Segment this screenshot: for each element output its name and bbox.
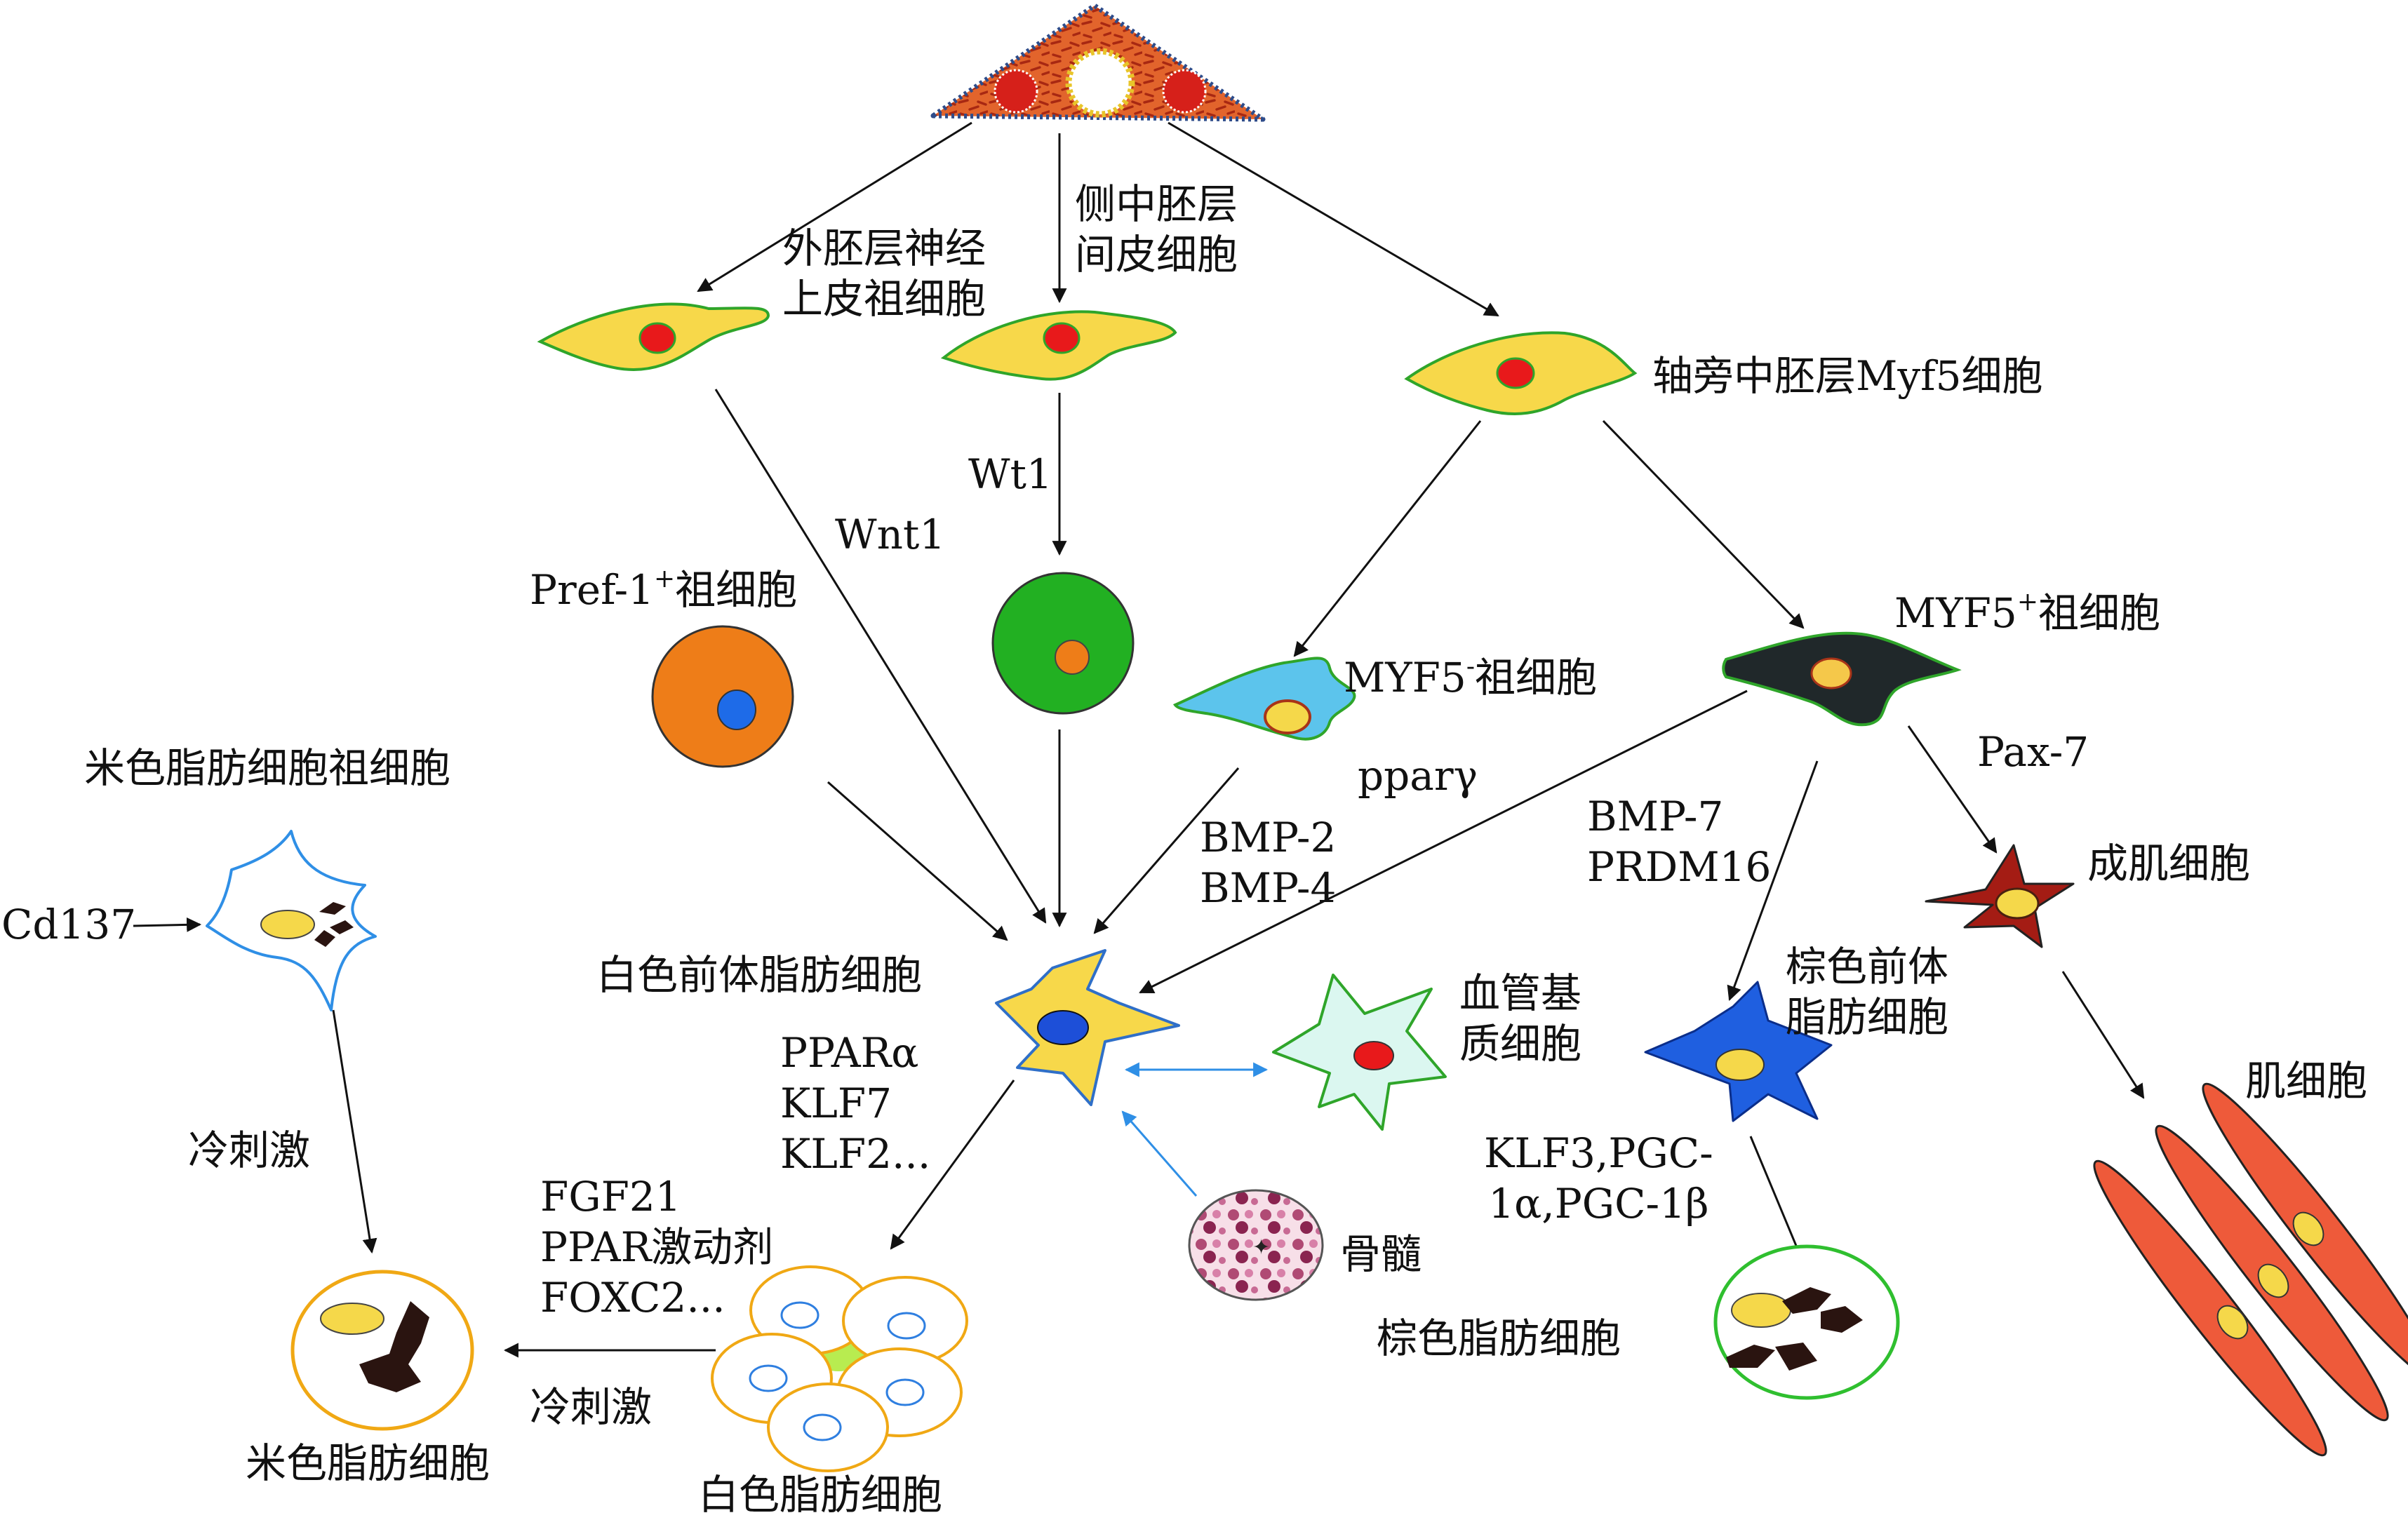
label-myoblast: 成肌细胞 xyxy=(2087,840,2251,887)
arrow-myf5-pos-to-white-pre xyxy=(1139,690,1748,994)
brown-adipocyte-cell xyxy=(1713,1244,1900,1400)
label-bmp2-bmp4: BMP-2 BMP-4 xyxy=(1200,812,1336,913)
arrow-myf5-neg-to-white-pre xyxy=(1093,767,1240,934)
pref1-progenitor-cell xyxy=(651,625,794,768)
arrow-paraxial-to-myf5-neg xyxy=(1293,420,1482,657)
label-beige-factors: FGF21 PPAR激动剂 FOXC2... xyxy=(540,1171,773,1323)
label-bone-marrow: 骨髓 xyxy=(1340,1230,1422,1278)
label-prdm16: PRDM16 xyxy=(1587,843,1772,891)
arrow-origin-to-paraxial xyxy=(1168,121,1499,317)
ectoderm-progenitor-cell xyxy=(537,302,770,371)
label-brown-factors-line1: KLF3,PGC- xyxy=(1484,1129,1713,1177)
embryo-left-sphere xyxy=(994,69,1038,114)
label-klf2: KLF2... xyxy=(780,1130,931,1178)
embryo-center-ring xyxy=(1065,48,1135,118)
label-wnt1: Wnt1 xyxy=(835,511,946,558)
label-white-factors: PPARα KLF7 KLF2... xyxy=(780,1028,930,1179)
embryo-right-sphere xyxy=(1162,69,1207,114)
wt1-cell xyxy=(991,572,1135,715)
label-lateral-line1: 侧中胚层 xyxy=(1075,180,1238,228)
arrows xyxy=(133,121,2145,1358)
label-cd137: Cd137 xyxy=(1,901,137,948)
arrow-paraxial-to-myf5-pos xyxy=(1602,419,1805,629)
label-vascular-line2: 质细胞 xyxy=(1459,1020,1582,1068)
label-ectoderm-line1: 外胚层神经 xyxy=(782,224,986,272)
myf5-positive-progenitor-cell xyxy=(1722,631,1962,727)
muscle-fiber-1 xyxy=(2093,1159,2327,1457)
arrow-origin-to-ectoderm xyxy=(697,121,972,292)
arrow-cd137-to-beige-pre xyxy=(133,917,202,932)
beige-progenitor-cell xyxy=(206,830,377,1011)
vascular-stroma-cell xyxy=(1272,974,1447,1131)
lateral-mesoderm-cell xyxy=(940,310,1177,381)
arrow-white-pre-to-white xyxy=(890,1080,1015,1250)
label-brown-adipocyte: 棕色脂肪细胞 xyxy=(1377,1314,1621,1362)
arrow-myf5-pos-to-myoblast xyxy=(1907,725,1998,854)
arrow-marrow-to-white-pre xyxy=(1121,1110,1198,1197)
arrow-ectoderm-to-white-pre xyxy=(714,389,1047,924)
myoblast-cell xyxy=(1925,844,2075,948)
label-bmp4: BMP-4 xyxy=(1200,864,1337,912)
embryo-origin-triangle xyxy=(930,3,1266,122)
label-myf5-negative: MYF5-祖细胞 xyxy=(1344,652,1597,709)
label-ectoderm-line2: 上皮祖细胞 xyxy=(782,275,986,323)
arrow-brown-pre-to-brown xyxy=(1749,1136,1805,1264)
label-lateral-mesoderm: 侧中胚层 间皮细胞 xyxy=(1075,179,1238,280)
paraxial-myf5-cell xyxy=(1404,331,1638,415)
label-brown-pre-line1: 棕色前体 xyxy=(1786,943,1949,990)
label-paraxial: 轴旁中胚层Myf5细胞 xyxy=(1652,352,2043,400)
label-ppar-agonist: PPAR激动剂 xyxy=(540,1223,774,1271)
label-ppar-alpha: PPARα xyxy=(780,1029,919,1077)
label-bmp7-prdm16: BMP-7 PRDM16 xyxy=(1587,791,1771,892)
label-white-preadipocyte: 白色前体脂肪细胞 xyxy=(596,951,923,999)
label-fgf21: FGF21 xyxy=(540,1173,681,1220)
label-cold-stimulus-2: 冷刺激 xyxy=(530,1383,653,1431)
arrow-beige-pre-to-beige xyxy=(332,1009,377,1254)
label-pref1: Pref-1+祖细胞 xyxy=(530,565,797,621)
arrow-myf5-pos-to-brown-pre xyxy=(1727,760,1819,1001)
label-ectoderm-progenitor: 外胚层神经 上皮祖细胞 xyxy=(782,223,986,324)
label-myf5-neg-sup: - xyxy=(1466,652,1475,681)
muscle-cells xyxy=(2093,1082,2408,1457)
label-pref1-base: Pref-1 xyxy=(530,566,654,614)
label-brown-preadipocyte: 棕色前体 脂肪细胞 xyxy=(1786,941,1948,1042)
label-myf5-positive: MYF5+祖细胞 xyxy=(1894,588,2160,645)
arrow-myoblast-to-muscle xyxy=(2061,971,2145,1099)
brown-preadipocyte-cell xyxy=(1644,981,1833,1122)
label-klf7: KLF7 xyxy=(780,1080,892,1127)
label-pax7: Pax-7 xyxy=(1977,728,2089,776)
bone-marrow-cell: ✦ xyxy=(1188,1189,1324,1301)
arrow-pref1-to-white-pre xyxy=(827,781,1008,941)
label-foxc2: FOXC2... xyxy=(540,1274,725,1321)
label-brown-pre-line2: 脂肪细胞 xyxy=(1786,993,1949,1041)
label-white-adipocyte: 白色脂肪细胞 xyxy=(698,1471,943,1519)
label-ppar-gamma: pparγ xyxy=(1358,752,1478,800)
label-myf5-pos-rest: 祖细胞 xyxy=(2038,589,2161,637)
label-cold-stimulus-1: 冷刺激 xyxy=(188,1126,311,1174)
label-myf5-pos-base: MYF5 xyxy=(1894,589,2017,637)
label-bmp7: BMP-7 xyxy=(1587,793,1724,840)
label-vascular-stroma: 血管基 质细胞 xyxy=(1459,968,1581,1069)
label-brown-factors: KLF3,PGC- 1α,PGC-1β xyxy=(1484,1128,1713,1229)
white-preadipocyte-cell xyxy=(995,949,1180,1106)
label-muscle-cell: 肌细胞 xyxy=(2245,1057,2368,1105)
label-brown-factors-line2: 1α,PGC-1β xyxy=(1488,1180,1709,1228)
label-myf5-neg-base: MYF5 xyxy=(1344,654,1466,701)
beige-adipocyte-cell xyxy=(290,1270,474,1431)
label-myf5-pos-sup: + xyxy=(2016,588,2038,617)
label-vascular-line1: 血管基 xyxy=(1459,969,1582,1017)
label-pref1-sup: + xyxy=(653,565,676,593)
myf5-negative-progenitor-cell xyxy=(1172,657,1356,741)
label-pref1-rest: 祖细胞 xyxy=(675,566,798,614)
label-lateral-line2: 间皮细胞 xyxy=(1075,231,1238,278)
label-beige-progenitor: 米色脂肪细胞祖细胞 xyxy=(84,744,451,792)
white-adipocyte-cluster xyxy=(711,1265,968,1472)
label-wt1: Wt1 xyxy=(968,450,1052,498)
svg-text:✦: ✦ xyxy=(1252,1235,1270,1260)
label-bmp2: BMP-2 xyxy=(1200,814,1337,861)
label-myf5-neg-rest: 祖细胞 xyxy=(1475,654,1598,701)
label-beige-adipocyte: 米色脂肪细胞 xyxy=(246,1439,490,1487)
